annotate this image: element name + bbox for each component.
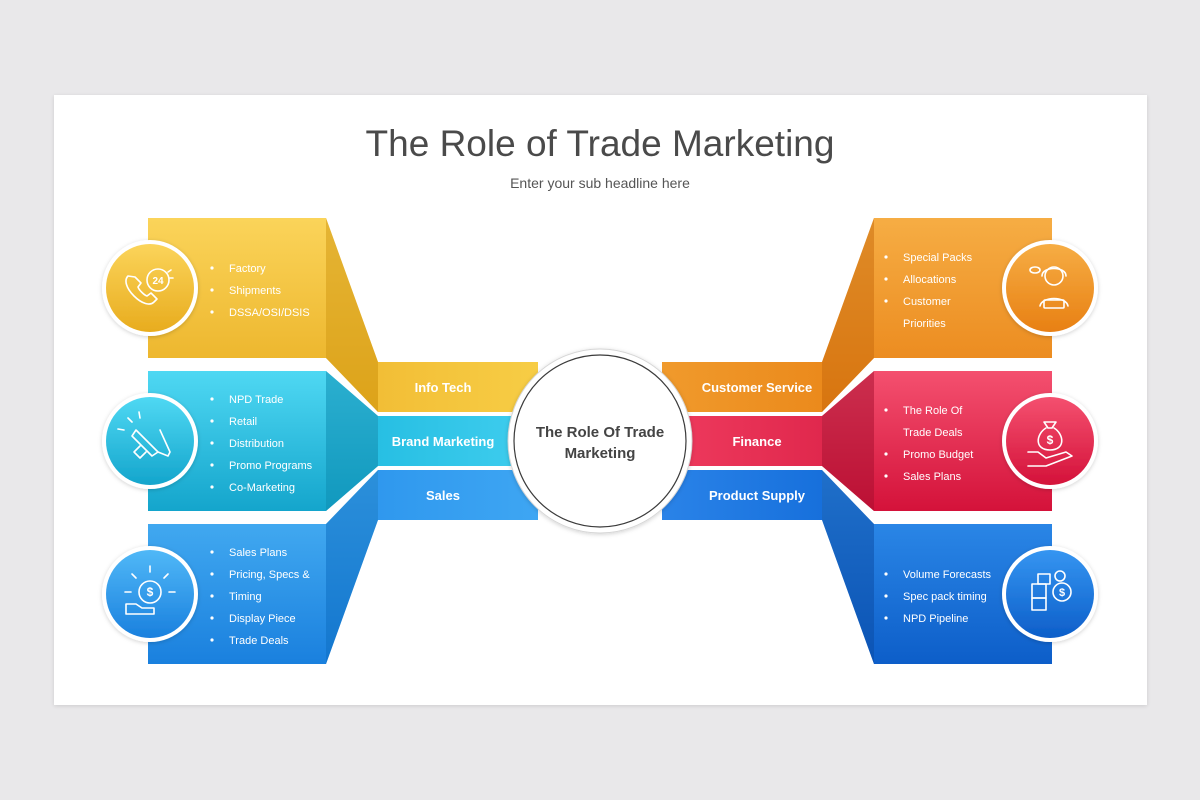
customer-service-panel <box>822 218 1052 412</box>
bullet-item: Special Packs <box>903 252 973 264</box>
finance-panel <box>822 371 1052 511</box>
bullet-item: Distribution <box>229 438 284 450</box>
money-bag-hand-icon: $ <box>1002 393 1098 489</box>
bullet-item: DSSA/OSI/DSIS <box>229 307 310 319</box>
svg-text:$: $ <box>147 585 154 599</box>
bullet-item: Trade Deals <box>903 427 963 439</box>
brand-marketing-bullets: NPD Trade Retail Distribution Promo Prog… <box>210 394 313 494</box>
sales-panel <box>148 470 378 664</box>
page-subtitle: Enter your sub headline here <box>510 175 690 191</box>
bullet-item: Sales Plans <box>229 547 288 559</box>
brand-marketing-band <box>378 416 528 466</box>
phone-24-icon: 24 <box>102 240 198 336</box>
bullet-item: NPD Pipeline <box>903 613 968 625</box>
svg-text:$: $ <box>1047 433 1054 447</box>
bullet-item: Priorities <box>903 318 946 330</box>
brand-marketing-panel <box>148 371 378 511</box>
bullet-item: Promo Programs <box>229 460 313 472</box>
bullet-item: The Role Of <box>903 405 963 417</box>
sales-label: Sales <box>426 488 460 503</box>
bullet-item: Customer <box>903 296 951 308</box>
left-branch-info-tech: Info Tech Factory Shipments DSSA/OSI/DSI… <box>148 218 538 412</box>
bullet-item: Sales Plans <box>903 471 962 483</box>
bullet-item: Pricing, Specs & <box>229 569 310 581</box>
bullet-item: Factory <box>229 263 266 275</box>
bullet-item: Retail <box>229 416 257 428</box>
hub-title-line-2: Marketing <box>565 445 636 462</box>
right-branch-customer-service: Customer Service Special Packs Allocatio… <box>662 218 1052 412</box>
bullet-item: Allocations <box>903 274 957 286</box>
bullet-item: Display Piece <box>229 613 296 625</box>
info-tech-label: Info Tech <box>415 380 472 395</box>
customer-service-bullets: Special Packs Allocations Customer Prior… <box>884 252 973 330</box>
right-branch-finance: Finance The Role Of Trade Deals Promo Bu… <box>672 371 1052 511</box>
customer-service-band <box>662 362 822 412</box>
svg-text:24: 24 <box>152 276 164 287</box>
bullet-item: Co-Marketing <box>229 482 295 494</box>
brand-marketing-label: Brand Marketing <box>392 434 495 449</box>
product-supply-panel <box>822 470 1052 664</box>
info-tech-bullets: Factory Shipments DSSA/OSI/DSIS <box>210 263 310 319</box>
finance-label: Finance <box>732 434 781 449</box>
left-branch-sales: Sales Sales Plans Pricing, Specs & Timin… <box>148 470 538 664</box>
central-hub: The Role Of Trade Marketing <box>507 348 693 534</box>
bullet-item: Timing <box>229 591 262 603</box>
product-supply-band <box>662 470 822 520</box>
bullet-item: Trade Deals <box>229 635 289 647</box>
info-tech-panel <box>148 218 378 412</box>
product-supply-bullets: Volume Forecasts Spec pack timing NPD Pi… <box>884 569 992 625</box>
product-supply-label: Product Supply <box>709 488 806 503</box>
finance-band <box>672 416 822 466</box>
hub-title-line-1: The Role Of Trade <box>536 424 664 441</box>
customer-service-label: Customer Service <box>702 380 813 395</box>
svg-text:$: $ <box>1059 587 1065 599</box>
boxes-gear-dollar-icon: $ <box>1002 546 1098 642</box>
bullet-item: Promo Budget <box>903 449 973 461</box>
megaphone-icon <box>102 393 198 489</box>
bullet-item: NPD Trade <box>229 394 283 406</box>
sales-band <box>378 470 538 520</box>
page-title: The Role of Trade Marketing <box>366 123 835 164</box>
sales-bullets: Sales Plans Pricing, Specs & Timing Disp… <box>210 547 310 647</box>
hand-dollar-badge-icon: $ <box>102 546 198 642</box>
headset-agent-icon <box>1002 240 1098 336</box>
bullet-item: Volume Forecasts <box>903 569 992 581</box>
right-branch-product-supply: Product Supply Volume Forecasts Spec pac… <box>662 470 1052 664</box>
finance-bullets: The Role Of Trade Deals Promo Budget Sal… <box>884 405 973 483</box>
left-branch-brand-marketing: Brand Marketing NPD Trade Retail Distrib… <box>148 371 528 511</box>
info-tech-band <box>378 362 538 412</box>
bullet-item: Spec pack timing <box>903 591 987 603</box>
bullet-item: Shipments <box>229 285 281 297</box>
